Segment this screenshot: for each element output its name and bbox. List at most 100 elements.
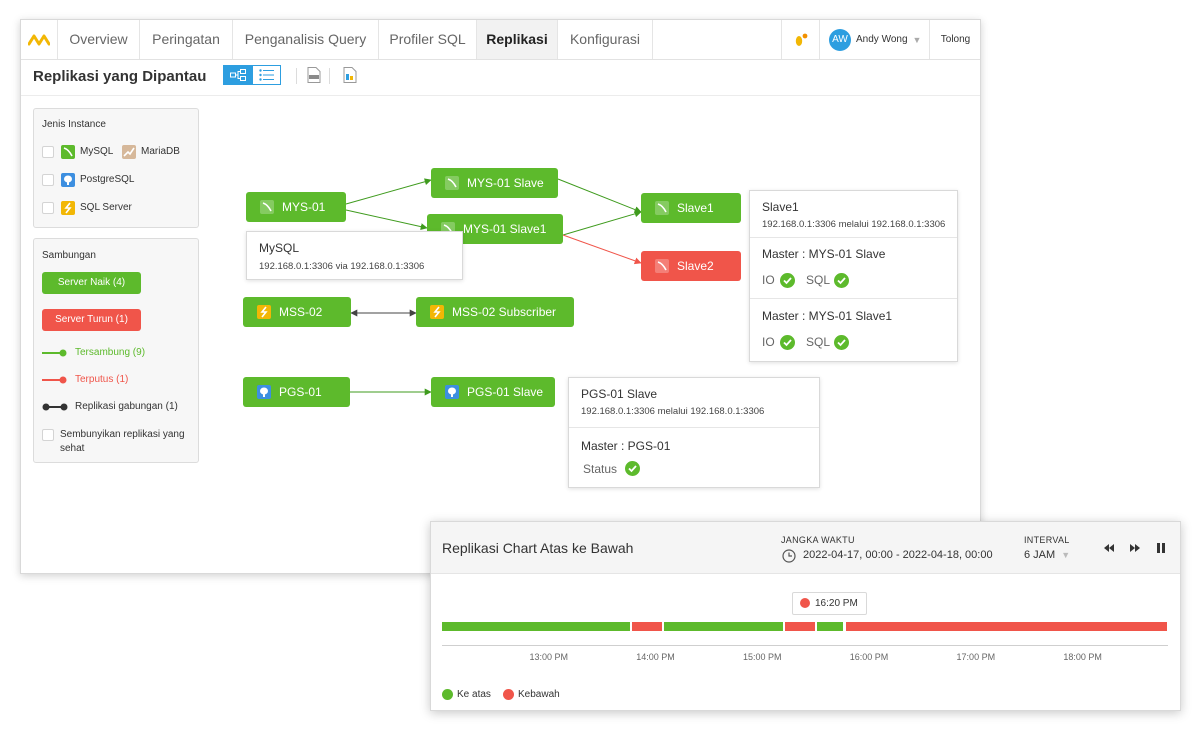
postgresql-icon [61,173,75,187]
node-mys01-slave1[interactable]: MYS-01 Slave1 [427,214,563,244]
hide-healthy-label: Sembunyikan replikasi yang sehat [60,429,185,454]
clock-icon [782,549,796,563]
timeline-segment-up[interactable] [442,622,630,631]
sqlserver-icon [430,305,444,319]
node-label: MSS-02 Subscriber [452,305,557,319]
help-button[interactable]: Tolong [929,20,980,59]
node-slave1[interactable]: Slave1 [641,193,741,223]
edge-mys01-slave[interactable] [345,178,432,205]
io-label: IO [762,273,775,287]
sqlserver-checkbox[interactable] [42,202,54,214]
edge-slave1-to-slave2[interactable] [562,234,642,265]
image-export-icon[interactable] [343,67,357,83]
hide-healthy-checkbox[interactable] [42,429,54,441]
range-label: JANGKA WAKTU [781,535,855,545]
legend-down-label: Kebawah [518,689,560,700]
master-label: Master : PGS-01 [581,439,671,453]
fast-forward-icon[interactable] [1128,541,1142,555]
tab-replication[interactable]: Replikasi [477,20,558,59]
timeline-segment-down[interactable] [631,622,662,631]
divider [329,68,330,84]
replication-edges [345,178,642,396]
server-up-button[interactable]: Server Naik (4) [42,272,141,294]
timeline-segment-down[interactable] [784,622,815,631]
replication-chart-window: Replikasi Chart Atas ke Bawah JANGKA WAK… [430,521,1181,711]
list-view-button[interactable] [252,65,281,85]
pause-icon[interactable] [1154,541,1168,555]
user-name: Andy Wong [856,34,908,45]
instance-type-panel: Jenis Instance MySQL MariaDB PostgreSQL … [33,108,199,228]
x-tick-label: 14:00 PM [636,652,675,662]
divider [569,427,819,428]
divider [750,237,957,238]
node-mys01-slave[interactable]: MYS-01 Slave [431,168,558,198]
info-address: 192.168.0.1:3306 melalui 192.168.0.1:330… [581,406,765,417]
sql-label: SQL [806,273,831,287]
chart-header: Replikasi Chart Atas ke Bawah JANGKA WAK… [431,522,1180,574]
node-mss02[interactable]: MSS-02 [243,297,351,327]
x-tick-label: 16:00 PM [849,652,889,662]
node-pgs01-slave[interactable]: PGS-01 Slave [431,377,555,407]
node-label: MSS-02 [279,305,323,319]
user-menu[interactable]: AW Andy Wong ▼ [819,20,929,59]
postgresql-label: PostgreSQL [80,174,135,185]
rewind-icon[interactable] [1102,541,1116,555]
chevron-down-icon: ▼ [912,34,922,45]
status-dot [800,598,810,608]
disconnected-legend-icon [42,376,67,384]
app-logo[interactable] [21,20,58,59]
node-pgs01[interactable]: PGS-01 [243,377,350,407]
tab-alerts[interactable]: Peringatan [140,20,233,59]
combined-legend-label: Replikasi gabungan (1) [75,401,178,412]
timeline-segment-down[interactable] [845,622,1167,631]
pgs01-slave-info-box: PGS-01 Slave 192.168.0.1:3306 melalui 19… [568,377,820,488]
mariadb-icon [122,145,136,159]
graph-view-button[interactable] [223,65,252,85]
node-mys01[interactable]: MYS-01 [246,192,346,222]
info-address: 192.168.0.1:3306 melalui 192.168.0.1:330… [762,219,946,230]
status-label: Status [583,462,618,476]
panel-title: Sambungan [42,250,96,261]
edge-slave1-to-slave1[interactable] [562,210,642,236]
postgresql-checkbox[interactable] [42,174,54,186]
notification-button[interactable] [781,20,820,59]
mysql-checkbox[interactable] [42,146,54,158]
connected-legend-icon [42,349,67,357]
timeline-segment-up[interactable] [664,622,783,631]
replication-window: Overview Peringatan Penganalisis Query P… [20,19,981,574]
tab-overview[interactable]: Overview [58,20,140,59]
io-label: IO [762,335,775,349]
pdf-export-icon[interactable] [307,67,321,83]
node-mss02-subscriber[interactable]: MSS-02 Subscriber [416,297,574,327]
tab-configuration[interactable]: Konfigurasi [558,20,653,59]
node-label: Slave1 [677,201,714,215]
x-tick-label: 13:00 PM [529,652,569,662]
server-down-button[interactable]: Server Turun (1) [42,309,141,331]
mariadb-label: MariaDB [141,146,180,157]
check-circle-icon [834,335,849,350]
node-label: PGS-01 Slave [467,385,544,399]
topology-icon [229,69,246,81]
page-title: Replikasi yang Dipantau [33,68,207,85]
page-header: Replikasi yang Dipantau [21,60,980,96]
edge-mys01-slave1[interactable] [345,209,428,231]
date-range-picker[interactable]: 2022-04-17, 00:00 - 2022-04-18, 00:00 [803,549,993,561]
postgresql-icon [445,385,459,399]
notification-icon [795,33,808,46]
mysql-icon [260,200,274,214]
tab-query-analyzer[interactable]: Penganalisis Query [233,20,379,59]
tab-sql-profiler[interactable]: Profiler SQL [379,20,477,59]
node-label: Slave2 [677,259,714,273]
timeline-segment-up[interactable] [816,622,844,631]
sqlserver-icon [61,201,75,215]
node-slave2[interactable]: Slave2 [641,251,741,281]
edge-slave-to-slave1[interactable] [557,178,642,213]
info-title: Slave1 [762,200,799,214]
mysql-icon [655,259,669,273]
chart-title: Replikasi Chart Atas ke Bawah [442,540,634,556]
panel-title: Jenis Instance [42,119,106,130]
mysql-icon [61,145,75,159]
interval-select[interactable]: 6 JAM ▼ [1024,549,1070,561]
divider [296,68,297,84]
postgresql-icon [257,385,271,399]
